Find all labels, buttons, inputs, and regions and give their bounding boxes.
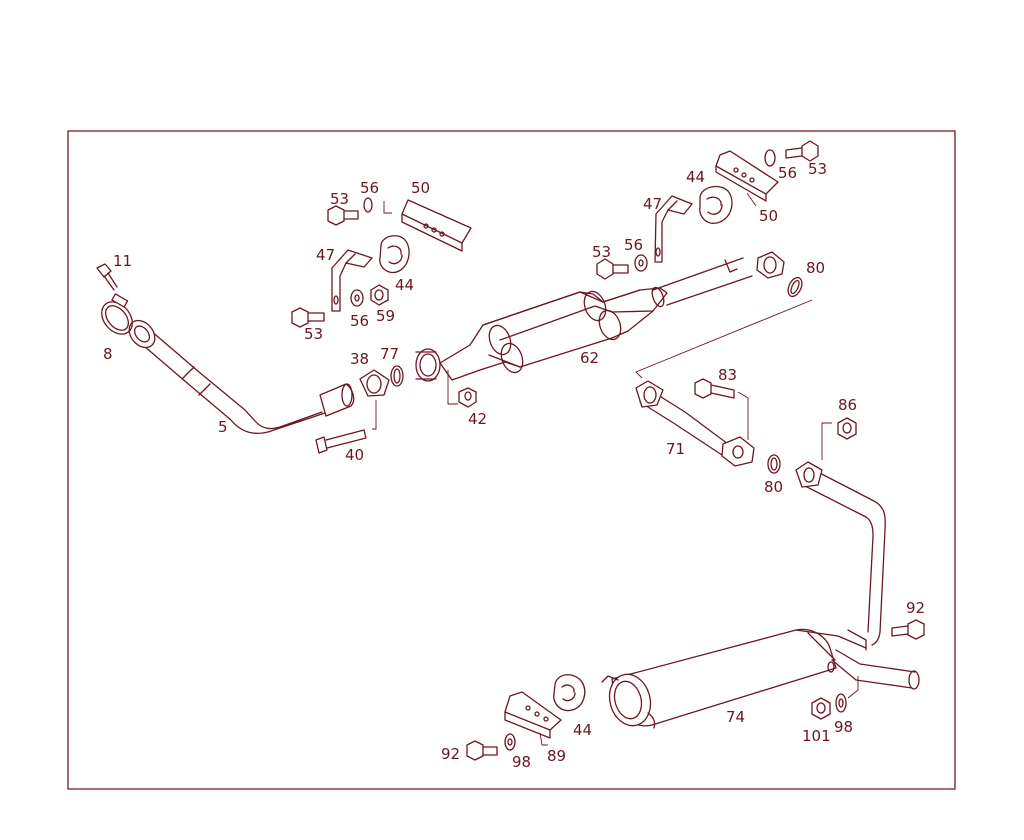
callout-62: 62 [580,349,599,367]
bolt-92-lower [466,740,498,761]
callout-44-rear: 44 [573,721,592,739]
callout-5: 5 [218,418,228,436]
sealing-ring-80-lower [767,454,781,474]
callout-92-lower: 92 [441,745,460,763]
bracket-47-left [331,249,373,312]
washer-98-lower [504,733,516,751]
callout-40: 40 [345,446,364,464]
intermediate-pipe-71 [635,380,755,467]
callout-44-right: 44 [686,168,705,186]
rear-muffler-74 [601,628,920,729]
callout-44-left: 44 [395,276,414,294]
callout-56-lower-left: 56 [350,312,369,330]
callout-83: 83 [718,366,737,384]
callout-53-lower-left: 53 [304,325,323,343]
callout-38: 38 [350,350,369,368]
callout-59: 59 [376,307,395,325]
callout-56-mid-right: 56 [624,236,643,254]
callout-101: 101 [802,727,831,745]
callout-50-right: 50 [759,207,778,225]
mount-bracket-50-right [715,150,779,207]
diagram-frame [67,130,956,790]
callout-11: 11 [113,252,132,270]
nut-59 [370,284,389,306]
rubber-mount-44-right [699,185,733,224]
rubber-mount-44-left [379,235,410,274]
callout-8: 8 [103,345,113,363]
washer-56-mid-right [634,254,648,272]
washer-98-rear [835,676,859,713]
bolt-83 [694,378,749,440]
nut-42 [447,370,477,408]
bolt-40 [315,400,377,454]
washer-56-lower-left [350,289,364,307]
rear-pipe [795,461,886,646]
callout-53-upper-right: 53 [808,160,827,178]
bolt-92-upper [891,619,925,640]
washer-56-upper-left [363,197,373,213]
callout-86: 86 [838,396,857,414]
callout-92-upper: 92 [906,599,925,617]
catalyst-62 [415,251,785,382]
callout-80-lower: 80 [764,478,783,496]
nut-86 [821,417,857,460]
callout-56-upper-right: 56 [778,164,797,182]
callout-50-left: 50 [411,179,430,197]
callout-56-upper-left: 56 [360,179,379,197]
bolt-53-upper-left [327,205,359,226]
callout-89: 89 [547,747,566,765]
callout-53-upper-left: 53 [330,190,349,208]
bolt-11 [96,263,118,291]
callout-98-lower: 98 [512,753,531,771]
flange-gasket-38 [359,369,390,397]
callout-47-right: 47 [643,195,662,213]
mount-bracket-89 [504,691,562,746]
mount-bracket-50-left [383,199,472,252]
callout-53-mid-right: 53 [592,243,611,261]
callout-42: 42 [468,410,487,428]
bolt-53-mid-right [596,258,629,280]
sealing-ring-77 [390,365,404,387]
callout-47-left: 47 [316,246,335,264]
bolt-53-lower-left [291,307,325,328]
front-pipe-5 [128,319,355,435]
clamp-8 [101,293,133,335]
callout-74: 74 [726,708,745,726]
washer-56-upper-right [764,149,776,167]
sealing-ring-80-upper [787,276,803,298]
leader-line-assembly [635,299,813,379]
rubber-mount-44-rear [553,674,586,712]
nut-101 [811,697,831,720]
callout-71: 71 [666,440,685,458]
callout-80-upper: 80 [806,259,825,277]
callout-98-rear: 98 [834,718,853,736]
bolt-53-upper-right [785,140,819,162]
bracket-47-right [654,195,693,263]
callout-77: 77 [380,345,399,363]
